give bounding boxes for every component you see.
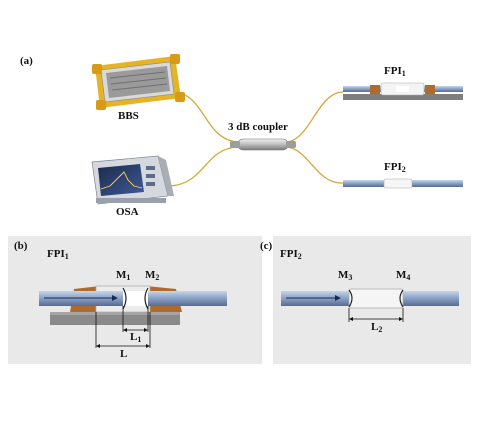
mirror-m1-label: M1 (116, 270, 130, 282)
length-l-label: L (120, 348, 128, 360)
panel-b-tag: (b) (14, 240, 28, 252)
panel-a-tag: (a) (20, 55, 33, 67)
bbs-label: BBS (118, 110, 139, 122)
m2-main: M (145, 269, 156, 281)
panel-c-tag: (c) (260, 240, 273, 252)
l1-sub: 1 (137, 335, 142, 344)
mirror-m2-label: M2 (145, 270, 159, 282)
m3-sub: 3 (348, 273, 353, 282)
length-l1-label: L1 (130, 332, 141, 344)
fpi2-label: FPI2 (384, 162, 406, 174)
m1-sub: 1 (126, 273, 131, 282)
panel-b-title-sub: 1 (64, 252, 69, 261)
osa-device-icon (91, 155, 174, 205)
fpi1-detail-drawing (39, 285, 227, 348)
m1-main: M (116, 269, 127, 281)
mirror-m3-label: M3 (338, 270, 352, 282)
panel-b-title: FPI1 (47, 249, 69, 261)
mirror-m4-label: M4 (396, 270, 410, 282)
fpi2-label-sub: 2 (401, 165, 406, 174)
coupler-icon (230, 138, 296, 151)
m2-sub: 2 (155, 273, 160, 282)
m4-main: M (396, 269, 407, 281)
l2-sub: 2 (378, 325, 383, 334)
fpi2-label-main: FPI (384, 161, 402, 173)
fiber-osa-coupler (169, 146, 239, 187)
fpi1-label: FPI1 (384, 66, 406, 78)
fpi2-detail-drawing (281, 288, 459, 322)
m4-sub: 4 (406, 273, 411, 282)
fpi1-label-sub: 1 (401, 69, 406, 78)
l1-main: L (130, 331, 138, 343)
fpi1-small-sensor (343, 82, 463, 100)
fpi2-small-sensor (343, 178, 463, 189)
osa-label: OSA (116, 206, 139, 218)
l2-main: L (371, 321, 379, 333)
length-l2-label: L2 (371, 322, 382, 334)
panel-b-title-main: FPI (47, 248, 65, 260)
fiber-coupler-fpi1 (286, 91, 344, 143)
panel-c-title: FPI2 (280, 249, 302, 261)
panel-c-title-sub: 2 (297, 252, 302, 261)
fiber-bbs-coupler (175, 91, 239, 143)
m3-main: M (338, 269, 349, 281)
panel-c-title-main: FPI (280, 248, 298, 260)
fpi1-label-main: FPI (384, 65, 402, 77)
fiber-coupler-fpi2 (286, 146, 344, 184)
coupler-label: 3 dB coupler (228, 121, 288, 133)
bbs-device-icon (92, 54, 185, 110)
